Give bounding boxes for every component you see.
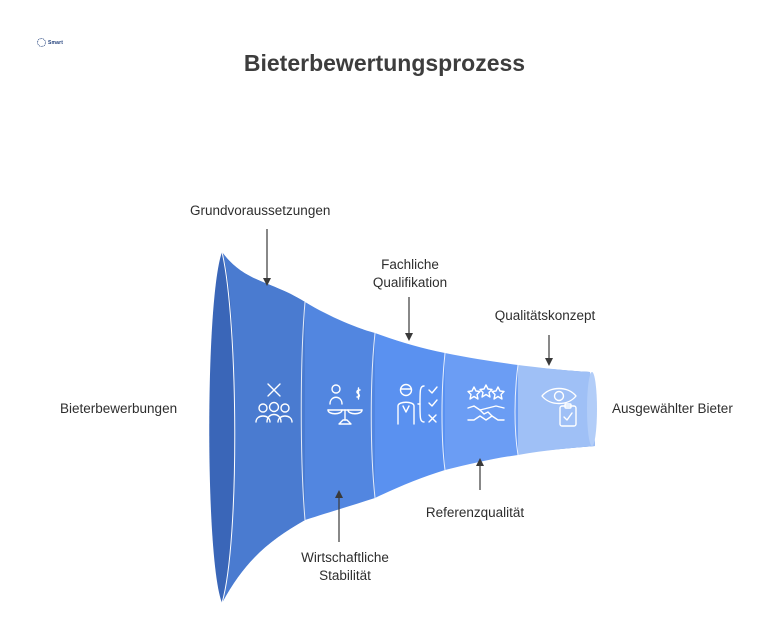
arrow-referenzqualitaet [476,458,484,490]
eye-clipboard-icon [541,387,577,427]
funnel-mouth [209,252,235,603]
stage-label-line: Qualifikation [372,275,448,290]
person-checklist-icon [397,383,438,425]
logo-mark-icon [37,38,46,47]
stage-label-referenzqualitaet: Referenzqualität [425,505,525,520]
stage-label-line: Stabilität [319,568,371,583]
stage-segment-2 [305,302,375,520]
balance-scale-dollar-icon [327,384,363,425]
stage-label-fachliche-qualifikation: Fachliche Qualifikation [345,256,475,292]
arrow-fachliche-qualifikation [405,297,413,341]
stage-segment-5 [518,365,595,455]
arrow-wirtschaftliche-stabilitaet [335,490,343,542]
stage-segment-3 [375,333,445,498]
page-title: Bieterbewertungsprozess [243,50,526,76]
input-label: Bieterbewerbungen [60,401,178,416]
stage-label-line: Fachliche [381,257,439,272]
output-label: Ausgewählter Bieter [612,401,733,416]
people-x-icon [255,383,293,423]
stars-handshake-icon [467,384,505,421]
stage-label-grundvoraussetzungen: Grundvoraussetzungen [190,203,331,218]
stage-segment-1 [222,252,305,603]
stage-label-line: Wirtschaftliche [301,550,389,565]
stage-label-wirtschaftliche-stabilitaet: Wirtschaftliche Stabilität [260,549,430,585]
arrow-qualitaetskonzept [545,335,553,366]
arrow-grundvoraussetzungen [263,229,271,286]
logo: Smart [37,38,63,47]
stage-label-qualitaetskonzept: Qualitätskonzept [494,308,596,323]
logo-text: Smart [48,39,64,46]
